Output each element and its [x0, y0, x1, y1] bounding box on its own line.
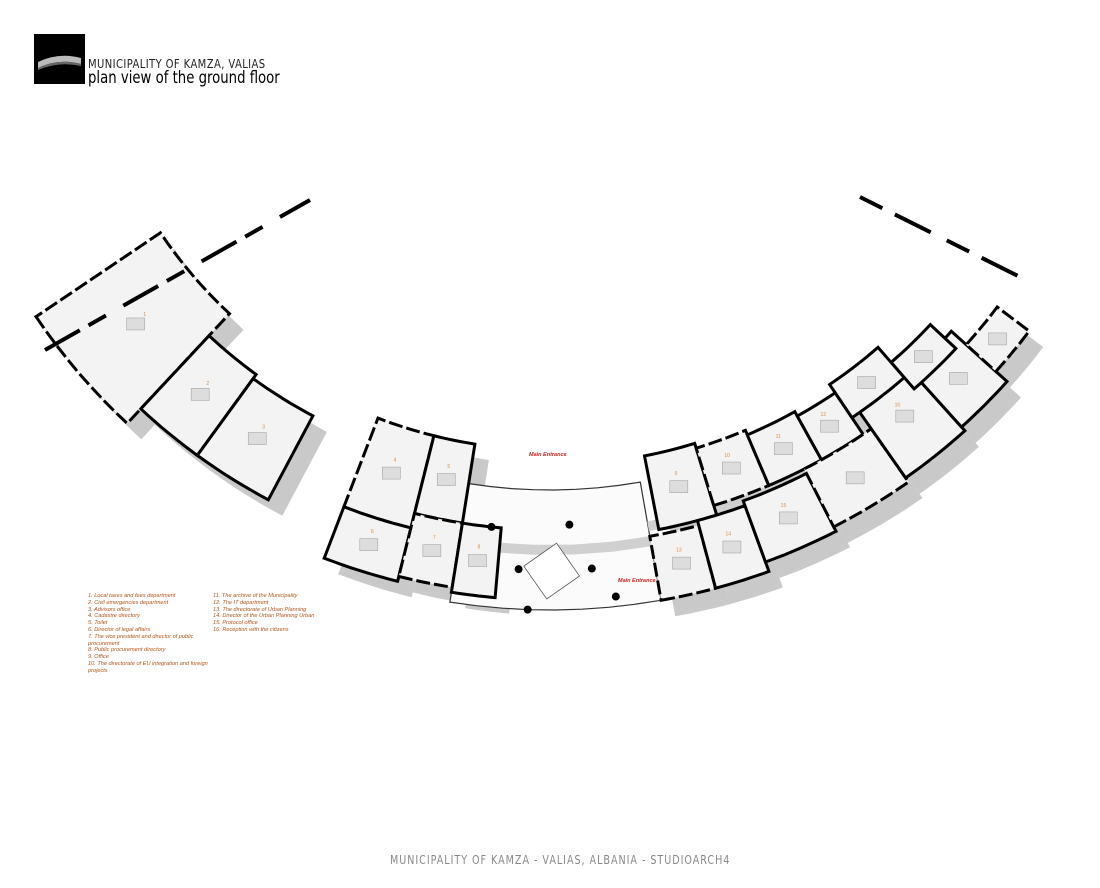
room-number-label: 10 [724, 453, 730, 459]
furniture [669, 480, 689, 493]
legend-item: 8. Public procurement directory [88, 647, 166, 654]
legend-column-1: 1. Local taxes and fees department 2. Ci… [88, 593, 213, 675]
furniture [437, 473, 456, 486]
furniture [914, 350, 933, 363]
legend-item: 7. The vice president and director of pu… [88, 633, 194, 647]
legend-item: 2. Civil emergencies department [88, 599, 169, 606]
legend-column-2: 11. The archive of the Municipality 12. … [213, 593, 314, 634]
legend-item: 6. Director of legal affairs [88, 626, 151, 633]
furniture [949, 372, 968, 385]
legend-item: 15. Protocol office [213, 620, 258, 627]
column [565, 520, 574, 529]
column [514, 565, 523, 574]
furniture [382, 466, 401, 480]
footer-credit: MUNICIPALITY OF KAMZA - VALIAS, ALBANIA … [390, 853, 731, 867]
furniture [895, 409, 915, 423]
furniture [422, 544, 442, 557]
furniture [672, 556, 691, 570]
furniture [774, 442, 793, 455]
column [587, 564, 596, 573]
room-number-label: 15 [781, 503, 787, 509]
legend-item: 12. The IT department [213, 599, 269, 606]
site-boundary-line [859, 195, 1033, 285]
room-number-label: 7 [433, 535, 436, 541]
legend-item: 3. Advisors office [88, 606, 131, 613]
room-number-label: 14 [726, 532, 732, 538]
room-number-label: 16 [895, 403, 901, 409]
staircase [523, 542, 581, 600]
main-entrance-label-top: Main Entrance [529, 452, 567, 458]
column [523, 605, 532, 614]
room-number-label: 1 [143, 312, 146, 318]
furniture [359, 538, 379, 551]
legend-item: 5. Toilet [88, 620, 108, 627]
legend-item: 4. Cadastre directory [88, 613, 140, 620]
furniture [820, 419, 839, 433]
room-number-label: 5 [447, 464, 450, 470]
room-number-label: 8 [478, 545, 481, 551]
room-number-label: 2 [206, 381, 209, 387]
legend-item: 11. The archive of the Municipality [213, 593, 298, 599]
furniture [988, 332, 1007, 346]
legend-item: 10. The directorate of EU integration an… [88, 660, 208, 674]
legend-item: 9. Office [88, 654, 109, 661]
room-number-label: 4 [394, 458, 397, 464]
legend-item: 16. Reception with the citizens [213, 626, 289, 633]
site-elements [44, 195, 1033, 614]
room-number-label: 6 [371, 529, 374, 535]
furniture [722, 540, 742, 554]
furniture [126, 317, 145, 331]
main-entrance-label-bottom: Main Entrance [618, 578, 656, 584]
project-thumbnail [34, 34, 85, 84]
legend-item: 1. Local taxes and fees department [88, 593, 176, 599]
project-title: MUNICIPALITY OF KAMZA, VALIAS [88, 56, 266, 71]
furniture [779, 511, 798, 525]
column [611, 592, 620, 601]
furniture [722, 461, 741, 475]
furniture [845, 471, 865, 485]
room-number-label: 9 [675, 471, 678, 477]
site-boundary-line [44, 198, 311, 352]
legend-item: 14. Director of the Urban Planning Urban [213, 613, 315, 620]
room-number-label: 12 [820, 412, 826, 418]
room-number-label: 3 [262, 424, 265, 430]
room-number-label: 11 [776, 434, 781, 440]
furniture [468, 554, 487, 567]
drawing-subtitle: plan view of the ground floor [88, 68, 280, 88]
legend-item: 13. The directorate of Urban Planning [213, 606, 307, 613]
furniture [190, 388, 210, 401]
furniture [247, 432, 267, 445]
furniture [857, 376, 876, 389]
column [487, 522, 496, 531]
room-number-label: 13 [676, 547, 682, 553]
